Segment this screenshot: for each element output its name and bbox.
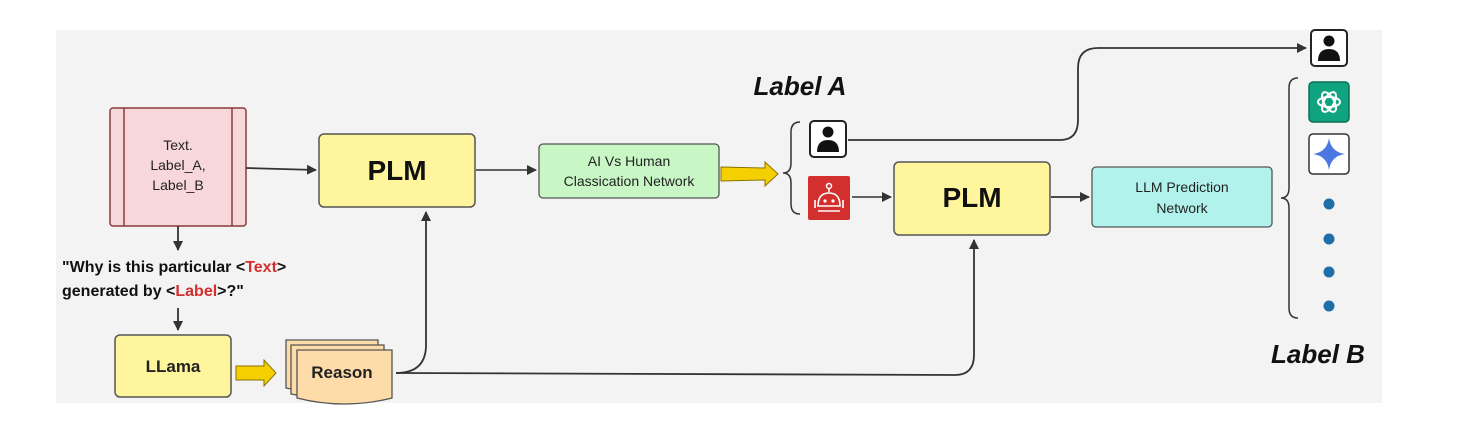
plm-box-1: PLM bbox=[318, 133, 476, 208]
prompt-line1-highlight: Text bbox=[245, 259, 277, 276]
arrow-llama-to-reason bbox=[235, 358, 277, 388]
llm-prediction-network-box: LLM Prediction Network bbox=[1091, 166, 1273, 228]
label-a-heading: Label A bbox=[754, 71, 847, 101]
dot-icon bbox=[1323, 198, 1335, 210]
dot-icon bbox=[1323, 233, 1335, 245]
svg-text:"Why is this particular <Text>: "Why is this particular <Text> bbox=[62, 259, 286, 276]
chatgpt-logo-icon bbox=[1308, 81, 1350, 123]
label-a-brace bbox=[782, 121, 801, 215]
dot-icon bbox=[1323, 266, 1335, 278]
arrow-classification-to-labels bbox=[720, 160, 779, 188]
plm-1-label: PLM bbox=[367, 155, 426, 186]
label-b-heading: Label B bbox=[1271, 339, 1365, 369]
prompt-line2-highlight: Label bbox=[175, 283, 217, 300]
llm-prediction-line-2: Network bbox=[1156, 200, 1208, 216]
gemini-logo-icon bbox=[1308, 133, 1350, 175]
svg-text:generated by <Label>?": generated by <Label>?" bbox=[62, 283, 244, 300]
prompt-line1-pre: "Why is this particular < bbox=[62, 259, 245, 276]
plm-box-2: PLM bbox=[893, 161, 1051, 236]
person-icon-label-b bbox=[1310, 29, 1348, 67]
arrow-reason-to-plm2 bbox=[395, 239, 979, 376]
robot-icon bbox=[808, 176, 850, 220]
reason-label: Reason bbox=[311, 363, 372, 382]
plm-2-label: PLM bbox=[942, 182, 1001, 213]
classification-network-box: AI Vs Human Classication Network bbox=[538, 143, 720, 199]
llama-box: LLama bbox=[114, 334, 232, 398]
arrow-input-to-plm bbox=[245, 164, 317, 175]
label-b-brace bbox=[1280, 77, 1299, 319]
input-line-label-b: Label_B bbox=[152, 177, 203, 193]
llm-prediction-line-1: LLM Prediction bbox=[1135, 179, 1228, 195]
arrow-human-to-label-b-human bbox=[848, 43, 1307, 141]
input-box: Text. Label_A, Label_B bbox=[109, 107, 247, 227]
prompt-line2-post: >?" bbox=[217, 283, 244, 300]
input-line-text: Text. bbox=[163, 137, 193, 153]
person-icon bbox=[809, 120, 847, 158]
llama-label: LLama bbox=[146, 357, 201, 376]
prompt-text: "Why is this particular <Text> generated… bbox=[62, 259, 286, 300]
dot-icon bbox=[1323, 300, 1335, 312]
prompt-line2-pre: generated by < bbox=[62, 283, 175, 300]
arrow-reason-to-plm1 bbox=[395, 211, 431, 374]
prompt-line1-post: > bbox=[277, 259, 286, 276]
reason-box: Reason bbox=[285, 339, 393, 405]
classification-line-2: Classication Network bbox=[564, 173, 696, 189]
input-line-label-a: Label_A, bbox=[150, 157, 205, 173]
classification-line-1: AI Vs Human bbox=[588, 153, 670, 169]
